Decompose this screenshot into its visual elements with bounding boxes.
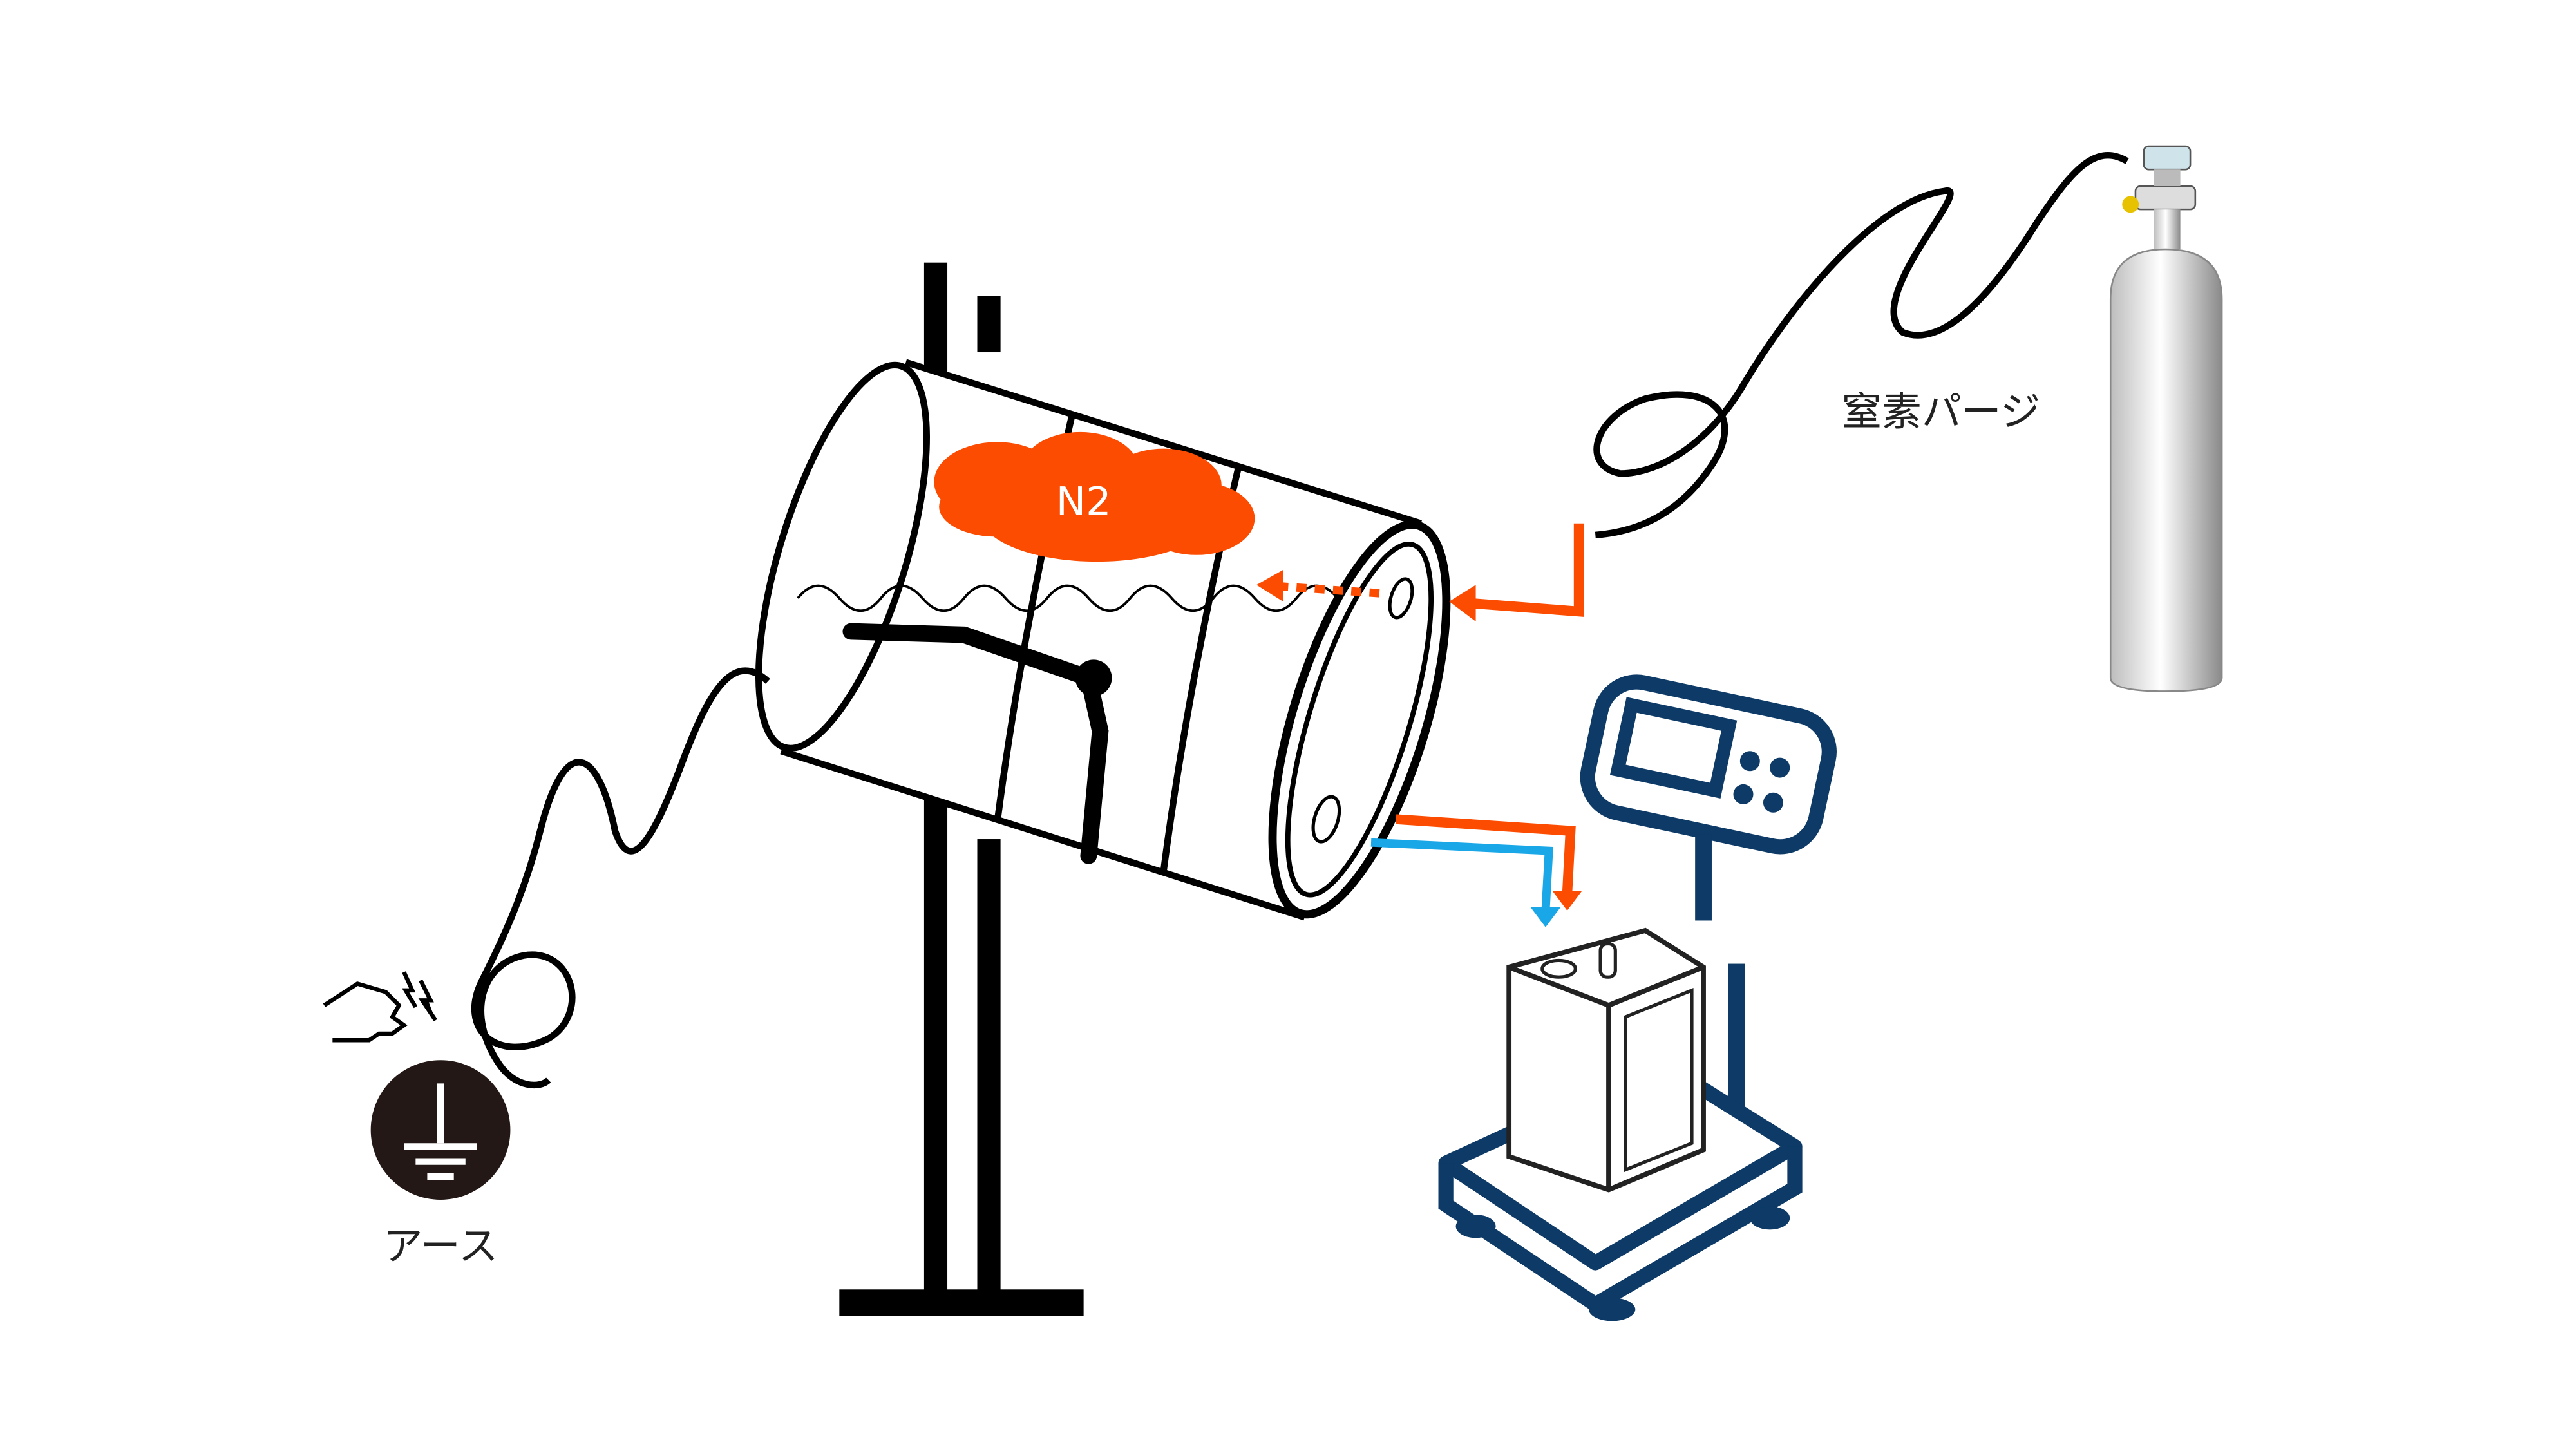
- static-hand-icon: [323, 971, 438, 1043]
- nitrogen-inflow-arrow: [1256, 523, 1584, 622]
- nitrogen-cylinder-icon: [2109, 145, 2223, 692]
- liquid-surface: [797, 584, 1339, 612]
- ground-cable: [471, 667, 770, 1089]
- n2-label: N2: [1056, 478, 1112, 525]
- n2-cloud: N2: [934, 431, 1255, 562]
- ground-label: アース: [383, 1223, 498, 1269]
- outflow-arrows: [1370, 814, 1582, 927]
- ground-symbol-icon: [370, 1060, 511, 1200]
- container-can-icon: [1506, 927, 1706, 1193]
- nitrogen-purge-label: 窒素パージ: [1842, 389, 2040, 435]
- nitrogen-hose: [1593, 152, 2129, 538]
